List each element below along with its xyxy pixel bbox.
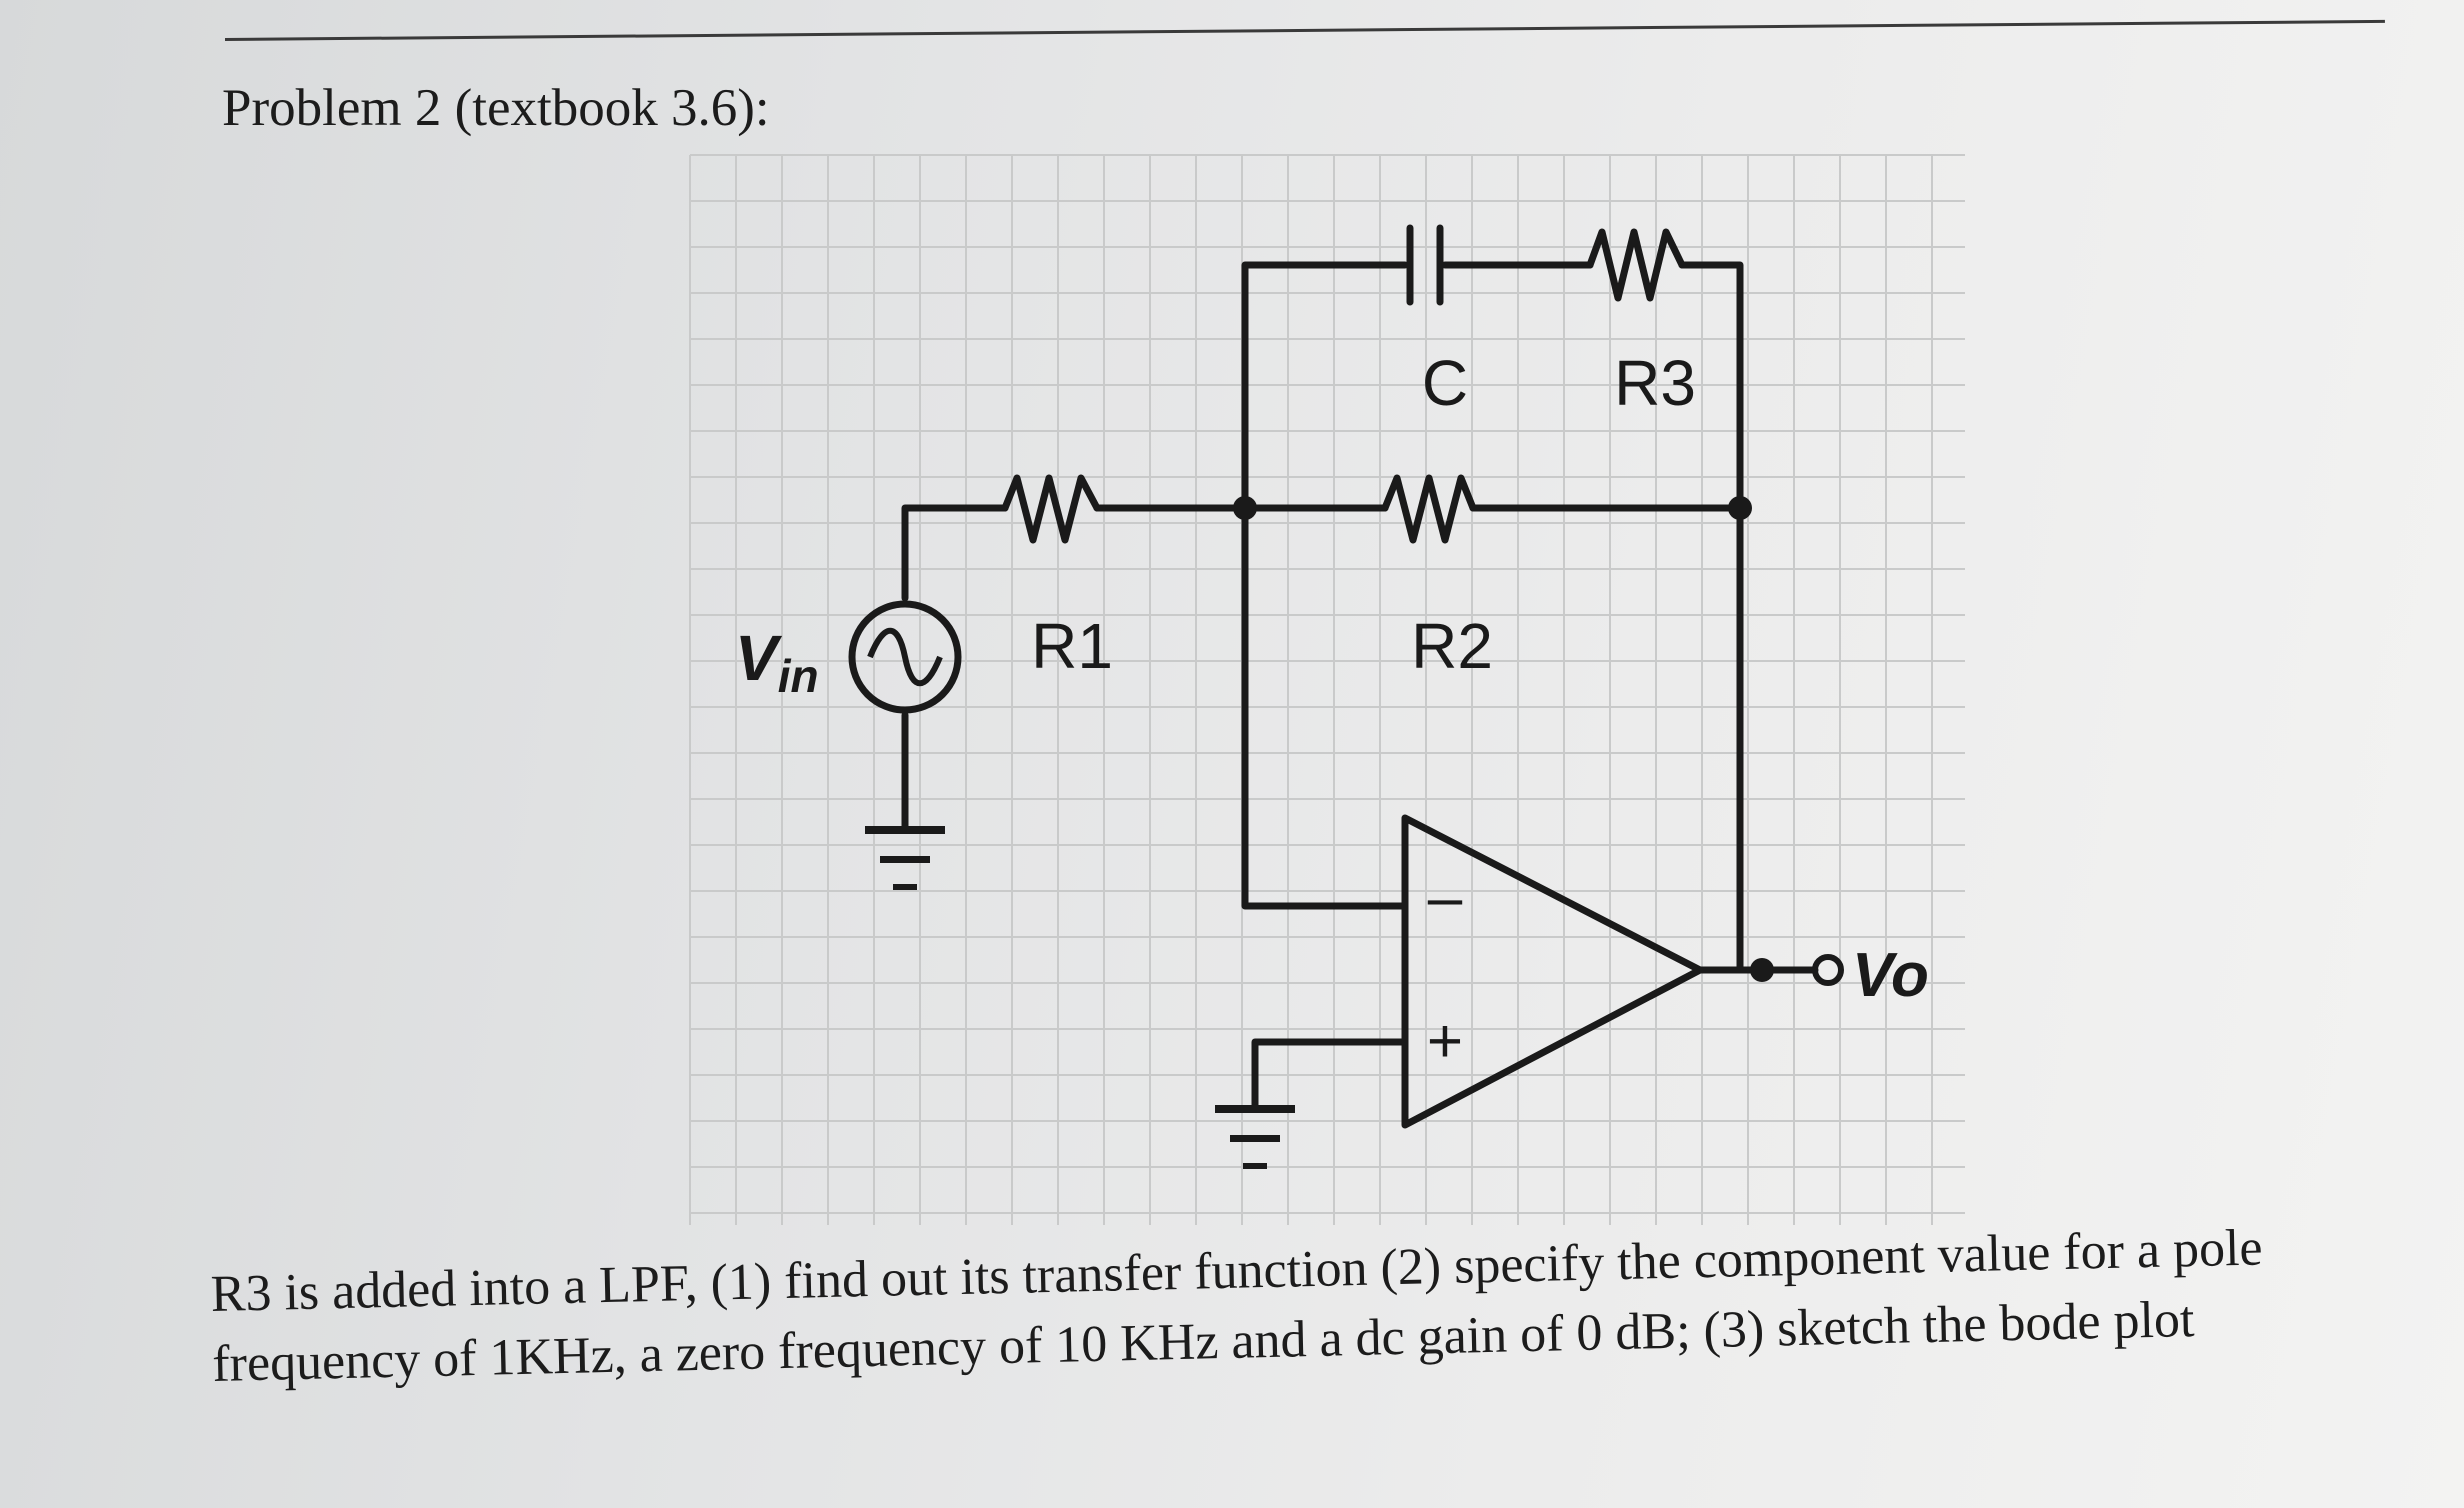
resistor-r3: [1586, 228, 1686, 302]
wire-source-to-r1: [901, 504, 1009, 602]
label-minus: –: [1428, 863, 1463, 932]
label-c: C: [1422, 347, 1468, 419]
label-r3: R3: [1614, 347, 1696, 419]
wire-to-noninverting-input: [1251, 1038, 1409, 1109]
resistor-r1: [1001, 474, 1101, 544]
problem-title: Problem 2 (textbook 3.6):: [222, 79, 770, 137]
junction-dot: [1750, 958, 1774, 982]
label-vin-sub: in: [778, 650, 819, 702]
vin-voltage-source: [848, 600, 962, 714]
op-amp: [1401, 814, 1704, 1129]
label-r2: R2: [1411, 610, 1493, 682]
output-terminal: [1812, 954, 1844, 986]
graph-paper-grid: [689, 154, 1965, 1225]
label-vo: Vo: [1852, 941, 1929, 1010]
resistor-r2: [1381, 474, 1477, 544]
label-vin: Vin: [735, 622, 819, 702]
junction-dot: [1233, 496, 1257, 520]
wire-top-left: [1241, 261, 1409, 512]
ac-sine-icon: [867, 627, 943, 687]
wire-to-inverting-input: [1241, 504, 1409, 910]
label-vin-main: V: [735, 622, 783, 694]
wire-r3-to-output: [1678, 261, 1744, 512]
ground-icon: [1215, 1105, 1295, 1169]
junction-dot: [1728, 496, 1752, 520]
ground-icon: [865, 826, 945, 890]
label-plus: +: [1427, 1007, 1463, 1076]
label-r1: R1: [1031, 610, 1113, 682]
